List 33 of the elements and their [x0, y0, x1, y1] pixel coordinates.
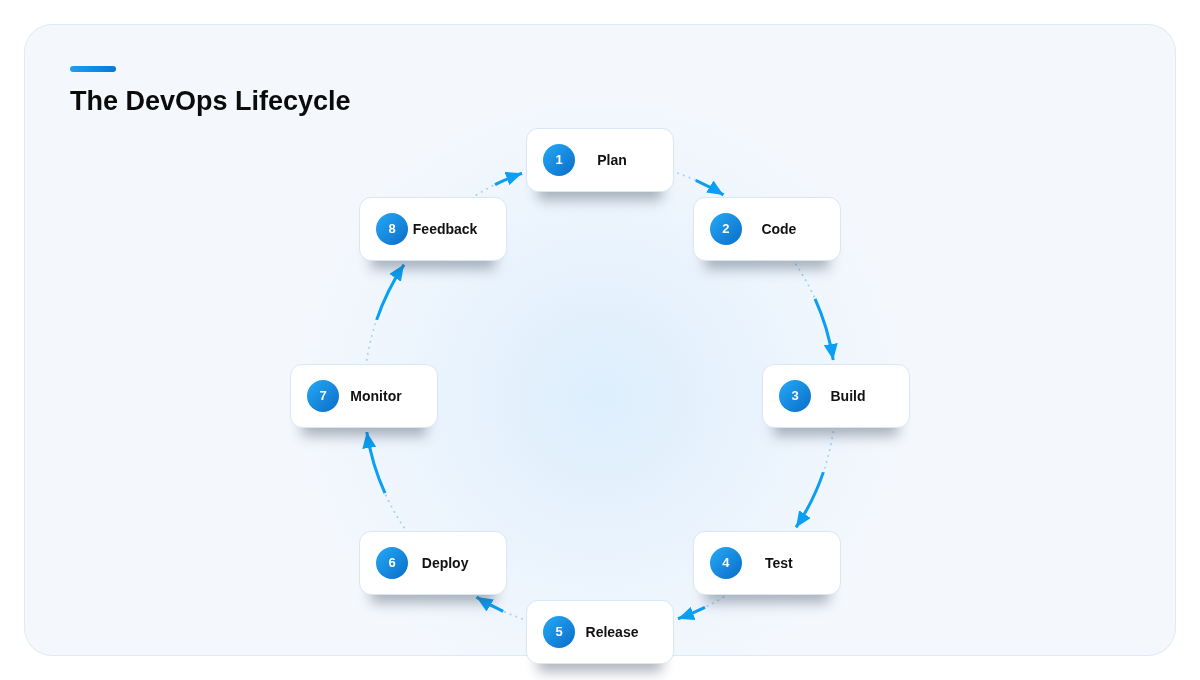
step-card: [692, 530, 841, 595]
step-label: Code: [760, 220, 798, 239]
step-number: 3: [779, 380, 811, 412]
arrow: [362, 431, 405, 529]
step-card: [526, 128, 674, 192]
step-card: [762, 364, 910, 428]
step-card: [692, 197, 841, 262]
step-number: 2: [709, 213, 742, 246]
step-label: Plan: [596, 151, 628, 169]
step-label: Deploy: [420, 553, 470, 572]
diagram-title: The DevOps Lifecycle: [70, 85, 351, 117]
step-card: [359, 530, 508, 595]
arrow: [475, 171, 523, 196]
step-label: Test: [764, 553, 794, 572]
step-card: [290, 364, 438, 428]
step-number: 7: [307, 380, 339, 412]
step-card: [526, 600, 674, 664]
step-number: 6: [376, 546, 409, 579]
arrow: [365, 263, 406, 361]
arrow: [677, 596, 725, 621]
step-label: Release: [584, 623, 640, 641]
step-number: 8: [376, 213, 409, 246]
step-label: Build: [829, 387, 867, 405]
arrow: [795, 263, 838, 361]
step-label: Feedback: [411, 220, 479, 239]
step-card: [359, 197, 508, 262]
step-label: Monitor: [349, 387, 403, 405]
arrow: [475, 595, 523, 620]
step-number: 5: [543, 616, 575, 648]
step-number: 1: [543, 144, 575, 176]
arrow: [794, 431, 835, 529]
step-number: 4: [709, 546, 742, 579]
arrow: [677, 172, 725, 197]
